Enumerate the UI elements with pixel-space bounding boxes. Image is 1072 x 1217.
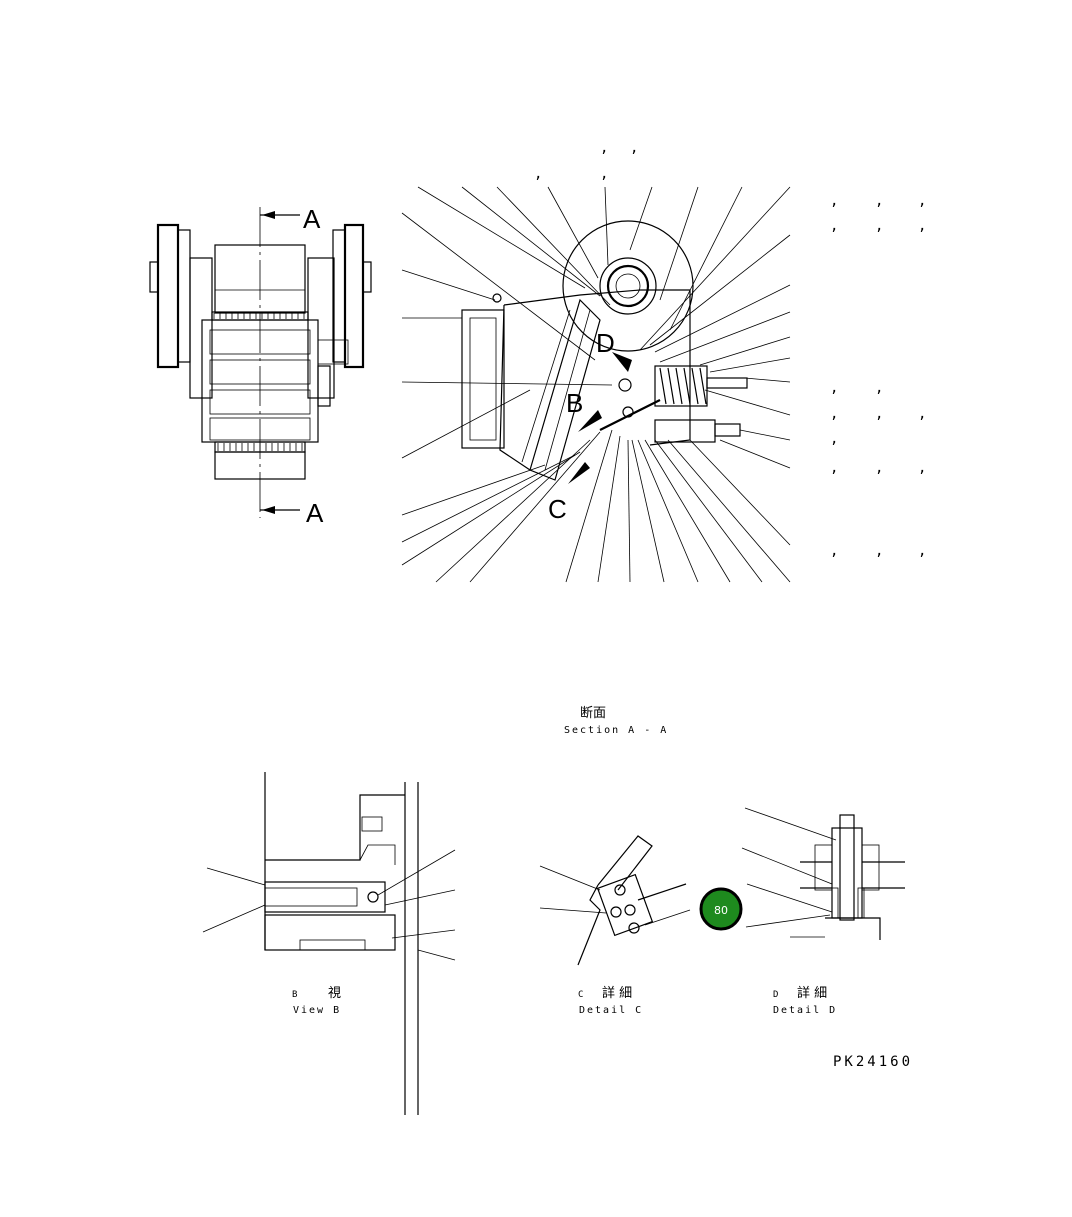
- svg-text:,: ,: [875, 218, 883, 234]
- front-view: A A: [149, 204, 372, 528]
- svg-text:,: ,: [918, 406, 926, 422]
- view-b-caption-jp: 視: [328, 986, 341, 1001]
- svg-text:,: ,: [600, 140, 608, 156]
- detail-c-letter: C: [578, 990, 583, 1000]
- svg-text:,: ,: [830, 406, 838, 422]
- svg-text:,: ,: [918, 543, 926, 559]
- callout-b: B: [566, 388, 583, 418]
- callout-d: D: [596, 328, 615, 358]
- view-b-caption-en: View B: [293, 1005, 341, 1016]
- detail-d: D 詳 細 Detail D: [741, 807, 905, 1016]
- svg-text:,: ,: [875, 193, 883, 209]
- svg-text:,: ,: [630, 140, 638, 156]
- svg-text:,: ,: [830, 431, 838, 447]
- part-number: PK24160: [833, 1054, 913, 1070]
- callout-c: C: [548, 494, 567, 524]
- svg-text:,: ,: [918, 193, 926, 209]
- svg-text:,: ,: [918, 460, 926, 476]
- section-marker-a-top: A: [303, 204, 321, 234]
- detail-d-letter: D: [773, 990, 778, 1000]
- section-caption-en: Section A - A: [564, 725, 668, 736]
- leader-lines: [401, 186, 791, 583]
- reference-commas: , , , , , , , , , , , , , , , , , , , , …: [534, 140, 926, 559]
- svg-text:,: ,: [830, 218, 838, 234]
- detail-c-caption-jp: 詳 細: [602, 985, 632, 1001]
- badge-80: 80: [699, 887, 743, 931]
- svg-text:,: ,: [830, 193, 838, 209]
- detail-c-caption-en: Detail C: [579, 1005, 643, 1016]
- detail-d-caption-en: Detail D: [773, 1005, 837, 1016]
- svg-text:,: ,: [830, 380, 838, 396]
- svg-text:,: ,: [600, 166, 608, 182]
- svg-text:,: ,: [918, 218, 926, 234]
- detail-c: C 詳 細 Detail C: [539, 835, 691, 1016]
- view-b: B 視 View B: [202, 772, 456, 1115]
- section-a-a-view: D B C: [401, 140, 926, 736]
- section-marker-a-bottom: A: [306, 498, 324, 528]
- view-b-letter: B: [292, 990, 297, 1000]
- section-caption-jp: 断面: [580, 706, 606, 721]
- svg-text:,: ,: [830, 543, 838, 559]
- svg-text:,: ,: [534, 166, 542, 182]
- svg-text:,: ,: [875, 543, 883, 559]
- svg-text:80: 80: [714, 904, 728, 917]
- detail-d-caption-jp: 詳 細: [797, 985, 827, 1001]
- svg-text:,: ,: [830, 460, 838, 476]
- svg-text:,: ,: [875, 406, 883, 422]
- svg-text:,: ,: [875, 380, 883, 396]
- svg-text:,: ,: [875, 460, 883, 476]
